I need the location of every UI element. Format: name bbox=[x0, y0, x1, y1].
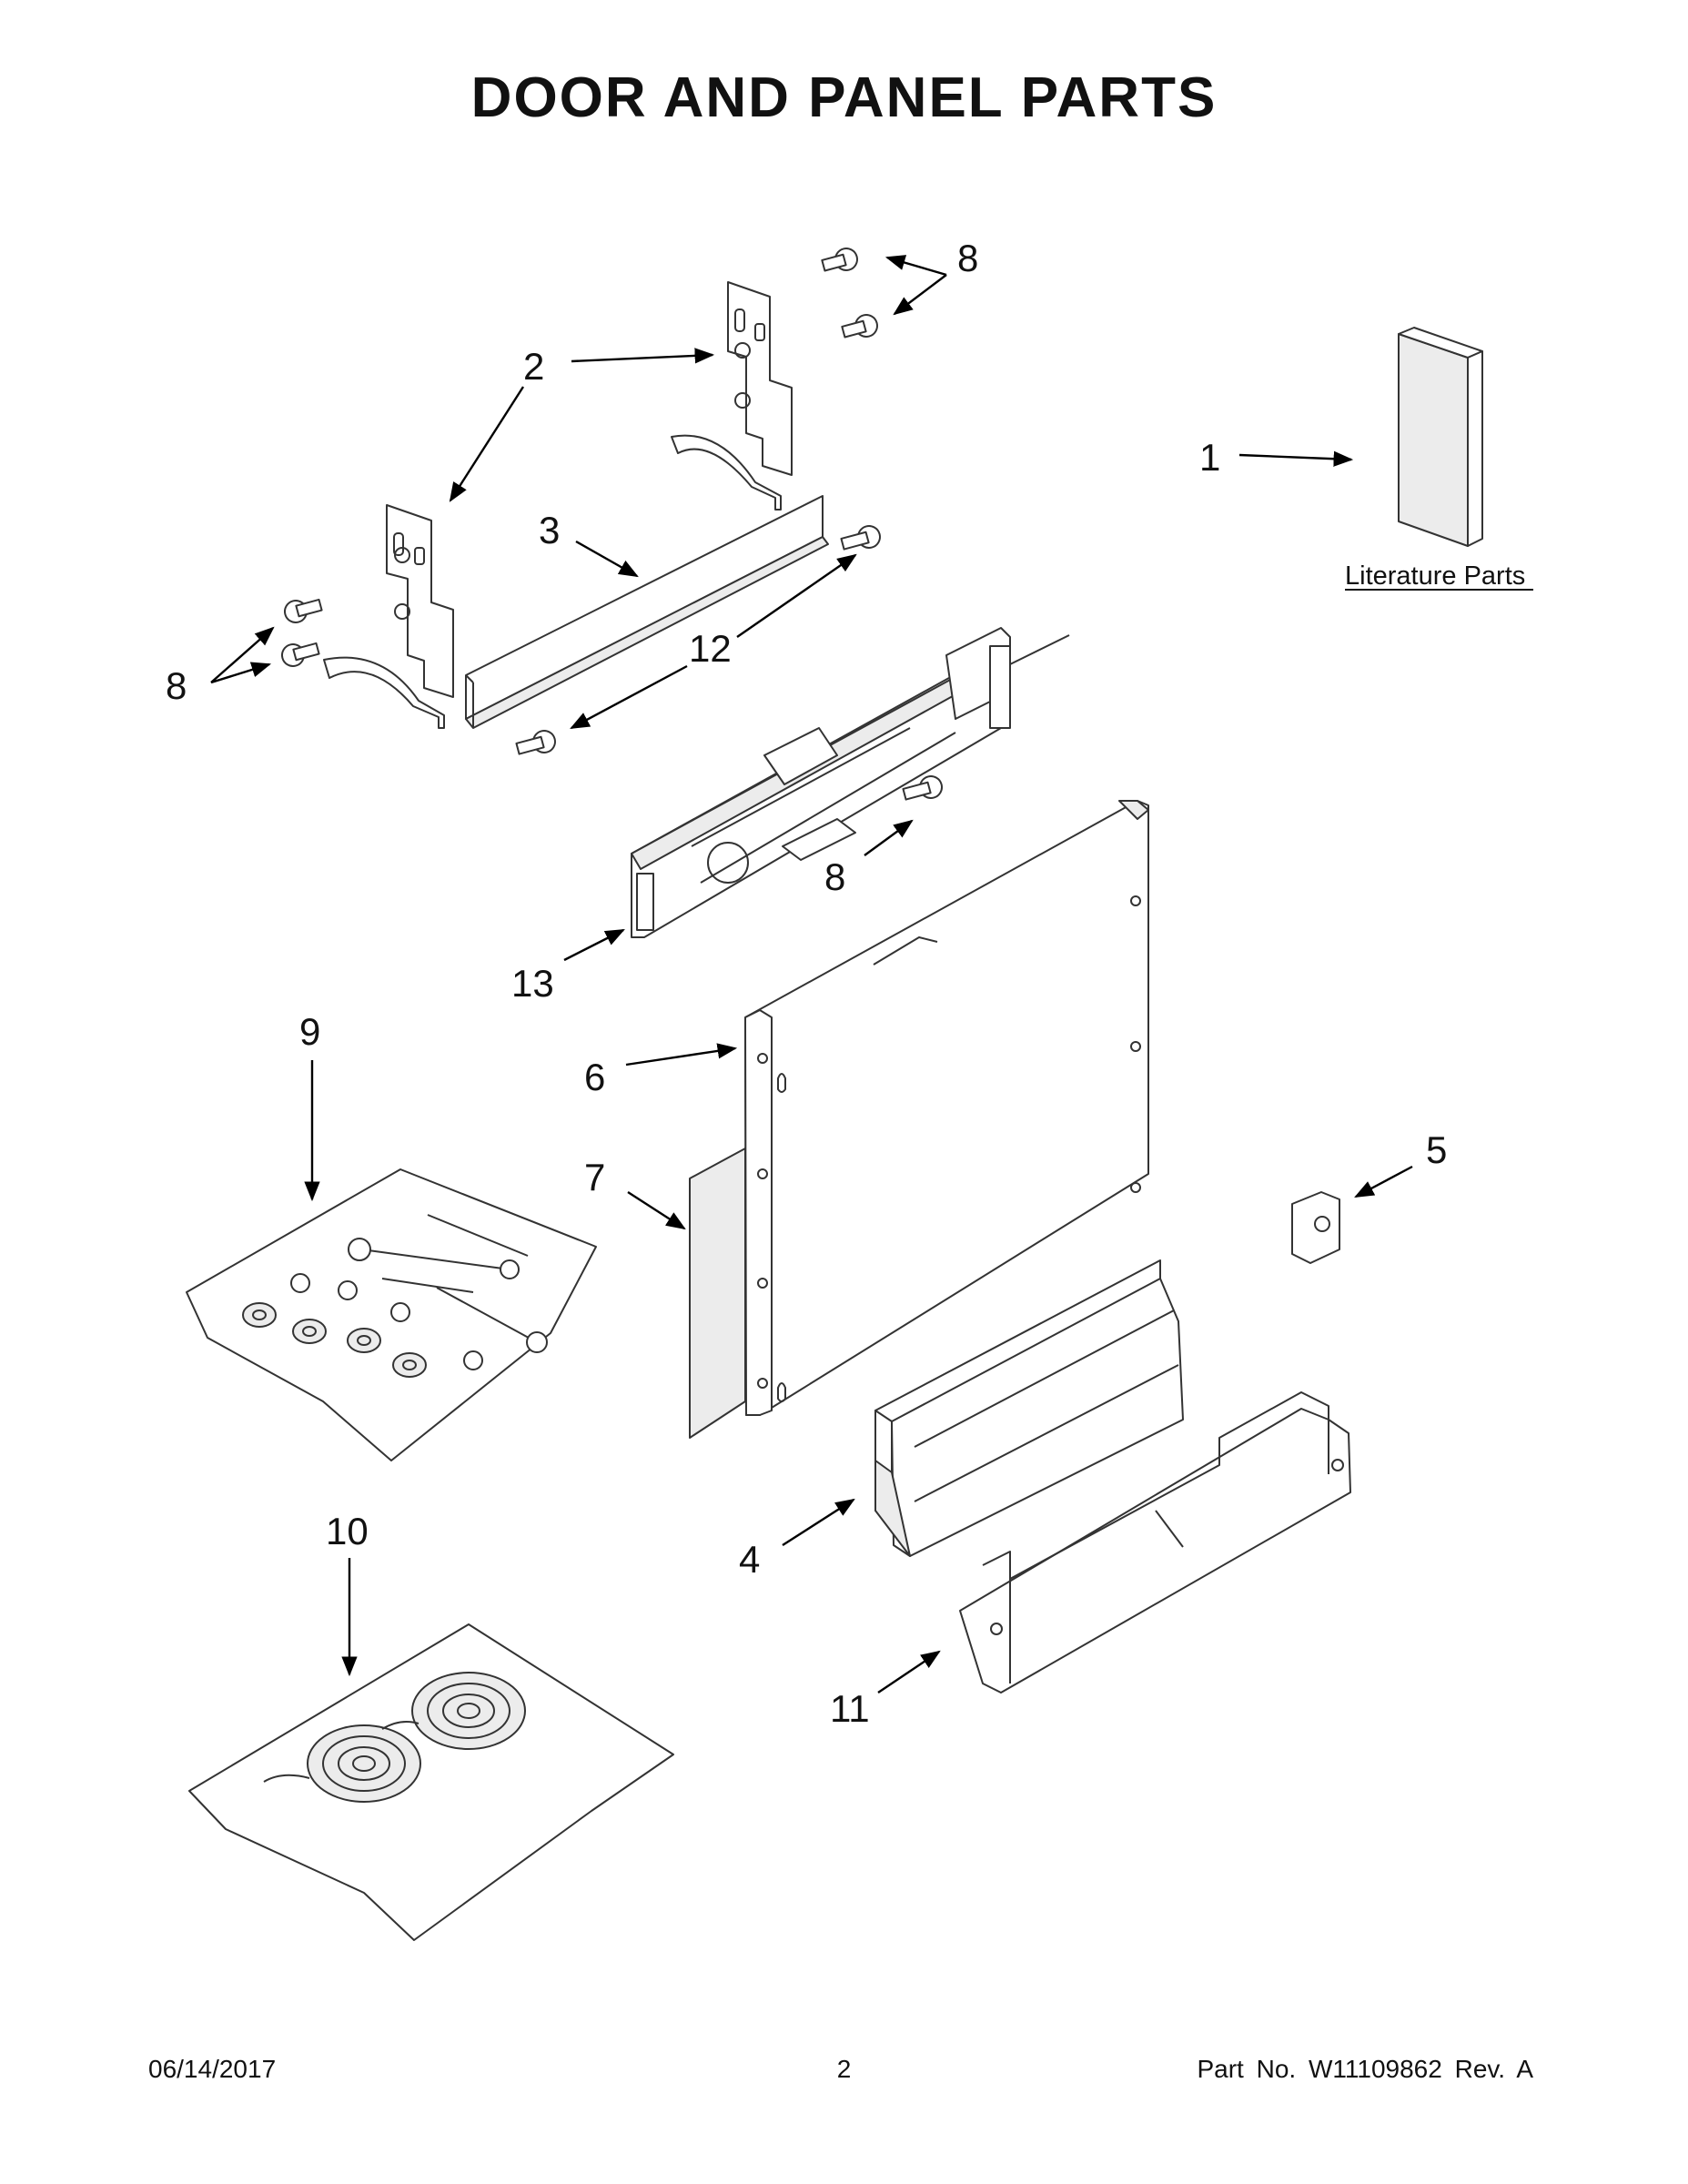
footer-page-number: 2 bbox=[836, 2055, 852, 2083]
screw bbox=[821, 248, 858, 272]
screw bbox=[841, 314, 878, 339]
part-3-rail bbox=[465, 495, 829, 729]
callout-1: 1 bbox=[1199, 436, 1220, 479]
screw bbox=[284, 598, 323, 623]
screw bbox=[840, 525, 881, 551]
callout-2: 2 bbox=[523, 345, 544, 388]
callout-12: 12 bbox=[689, 627, 732, 670]
literature-parts-label: Literature Parts bbox=[1345, 561, 1525, 591]
callout-8-left: 8 bbox=[166, 664, 187, 707]
callout-8-middle: 8 bbox=[824, 855, 845, 898]
bag-9-contents bbox=[242, 1214, 548, 1378]
callout-labels: 1 2 3 8 8 12 8 13 9 6 7 5 10 4 11 Litera… bbox=[166, 237, 1533, 1730]
footer-date: 06/14/2017 bbox=[148, 2055, 277, 2083]
screw bbox=[902, 775, 943, 801]
callout-11: 11 bbox=[830, 1687, 870, 1730]
part-7-panel-sheet bbox=[689, 1148, 746, 1439]
part-2-lower-bracket bbox=[323, 504, 454, 729]
footer-part-number: Part No. W11109862 Rev. A bbox=[1197, 2055, 1533, 2083]
part-10-bumper-bag bbox=[188, 1623, 674, 1941]
part-8-screws bbox=[281, 248, 943, 801]
screw bbox=[281, 642, 320, 667]
callout-5: 5 bbox=[1426, 1128, 1447, 1171]
callout-13: 13 bbox=[511, 962, 554, 1005]
part-11-channel bbox=[959, 1391, 1351, 1694]
page-title: DOOR AND PANEL PARTS bbox=[470, 66, 1218, 129]
callout-3: 3 bbox=[539, 509, 560, 551]
part-6-door-panel bbox=[744, 800, 1149, 1416]
callout-10: 10 bbox=[326, 1510, 369, 1552]
callout-4: 4 bbox=[739, 1538, 760, 1581]
part-9-hardware-bag bbox=[186, 1168, 597, 1461]
callout-6: 6 bbox=[584, 1056, 605, 1098]
screw bbox=[515, 730, 556, 755]
part-13-latch-assembly bbox=[631, 627, 1070, 938]
part-1-literature-booklet bbox=[1398, 327, 1483, 547]
bag-10-contents bbox=[263, 1672, 526, 1803]
part-2-upper-bracket bbox=[671, 281, 793, 511]
part-4-shims bbox=[874, 1259, 1184, 1557]
leader-arrows bbox=[210, 255, 1413, 1694]
callout-7: 7 bbox=[584, 1156, 605, 1198]
callout-8-top: 8 bbox=[957, 237, 978, 279]
callout-9: 9 bbox=[299, 1010, 320, 1053]
part-5-clip bbox=[1291, 1191, 1340, 1264]
